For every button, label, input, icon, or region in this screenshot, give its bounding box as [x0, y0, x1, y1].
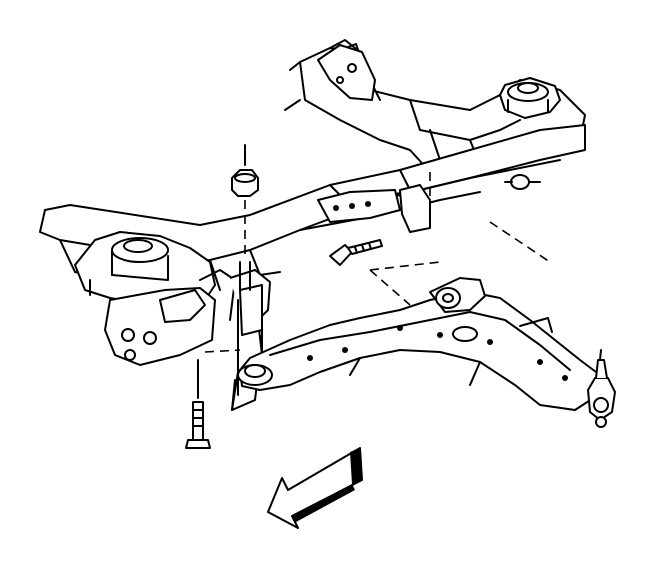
ball-joint: [587, 349, 616, 428]
reference-lines: [204, 172, 551, 353]
front-direction-arrow: [267, 447, 363, 529]
frame-mount-rear-left: [317, 44, 376, 101]
bracket-bolt: [185, 359, 211, 449]
rear-nut: [504, 174, 541, 190]
pivot-bolt: [329, 239, 383, 266]
arm-rear-bushing: [429, 277, 486, 313]
pivot-bolt-axis: [239, 200, 251, 291]
lower-control-arm: [239, 291, 601, 411]
arm-front-bushing: [237, 364, 273, 386]
gusset-plate: [317, 184, 431, 233]
frame-mount-right: [499, 77, 561, 119]
frame-mount-left: [74, 231, 236, 366]
flange-nut: [231, 144, 259, 197]
